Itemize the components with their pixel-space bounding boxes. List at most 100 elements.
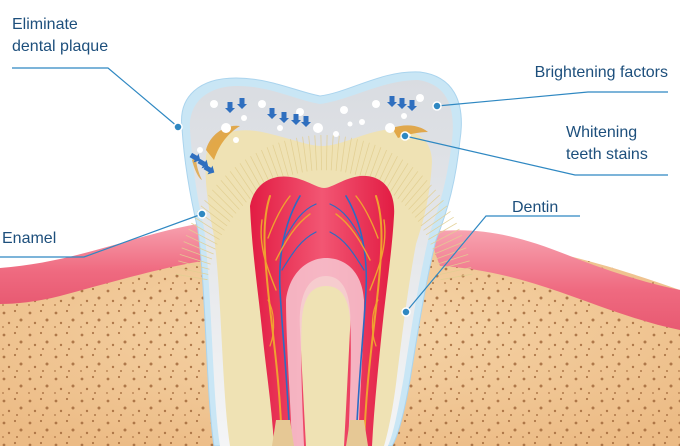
arrow-icon [225,102,235,113]
arrow-icon [291,114,301,125]
dentin-tubule [244,159,263,190]
dentin-tubule [255,152,271,185]
dentin-tubule [372,149,387,183]
gum [0,222,226,304]
dentin-tubule [417,199,444,222]
dentin-tubule [430,228,460,245]
dentin-tubule [194,216,223,236]
leader-line-whitening [404,135,668,176]
leader-lines [0,67,668,313]
dentin-tubule [440,273,473,281]
dentin-tubule [420,205,448,227]
label-line: Whitening [566,124,638,141]
dentin-tubule [425,216,454,236]
label-line: Enamel [2,230,57,247]
leader-line-enamel [0,213,203,258]
dentin-tubule [314,135,318,171]
dentin-tubule [345,137,352,173]
dentin-tubule [401,175,423,203]
dentin-tubule [185,234,216,250]
dentin-tubule [368,147,382,181]
dentin-tubule [200,205,228,227]
dentin-tubule [250,156,267,188]
tooth-stain [206,125,240,160]
leader-line-plaque [12,67,179,128]
dentin-tubule [229,171,251,200]
dentin-tubule [272,144,285,179]
dentin-tubule [423,211,451,231]
dentin-tubule [404,179,428,206]
dentin-tubule [225,175,247,203]
dentin-tubule [330,135,334,171]
dentin-tubule [320,134,322,171]
dentin-tubule [239,163,259,193]
dentin-tubule [393,166,414,196]
label-line: Eliminate [12,16,78,33]
dentin-tubule [179,254,211,265]
dentin-tubule [234,166,255,196]
dentin-tubule [176,267,209,275]
dentin-tubule [411,189,436,214]
arrow-icon [387,96,397,107]
dentin-tubule [175,273,208,281]
label-line: Dentin [512,199,559,216]
dentin-tubule [216,184,240,210]
dentin-tubule [397,171,419,200]
dentin-tubules [175,134,473,281]
dentin-tubule [261,149,276,183]
label-brightening-factors: Brightening factors [535,62,668,84]
dentin-tubule [354,140,364,175]
gum [430,230,680,330]
dentin-tubule [191,222,220,240]
dentin-tubule [178,260,210,270]
label-enamel: Enamel [2,228,56,250]
dentin-tubule [385,159,404,190]
dentin-tubule [340,136,346,172]
arrow-icon [189,152,201,163]
arrow-icon [279,112,289,123]
arrow-icon [203,164,215,175]
dentin-tubule [266,147,280,181]
dentin-tubule [408,184,432,210]
dentin-tubule [381,156,398,188]
dentin-tubule [377,152,393,185]
dentin-tubule [208,194,234,218]
dentin-tubule [350,139,358,174]
dentin-tubule [183,241,214,255]
arrow-icon [237,98,247,109]
dentin-tubule [290,139,298,174]
label-dentin: Dentin [512,197,558,219]
dentin-tubule [335,135,340,171]
dentin-tubule [220,179,244,206]
dentin-tubule [188,228,218,245]
dentin-tubule [438,260,470,270]
dentin-tubule [414,194,440,218]
dentin-tubule [434,241,465,255]
arrow-icon [397,98,407,109]
leader-line-brightening [436,91,668,107]
dentin-tubule [212,189,237,214]
dentin-tubule [204,199,231,222]
label-eliminate-plaque: Eliminate dental plaque [12,14,108,58]
dentin-tubule [181,247,213,260]
dentin-tubule [302,136,308,172]
arrow-icon [407,100,417,111]
label-line: Brightening factors [534,64,668,81]
dentin-tubule [278,142,289,177]
label-line: teeth stains [566,146,648,163]
label-whitening-stains: Whitening teeth stains [566,122,648,166]
dentin-tubule [308,135,313,171]
dentin-tubule [284,140,294,175]
root-tip [346,420,368,446]
dentin-tubule [296,137,303,173]
arrow-icon [267,108,277,119]
dentin-tubule [432,234,463,250]
nerve-network [260,195,386,446]
leader-dots [173,101,442,317]
dentin-tubule [389,163,409,193]
dentin-tubule [435,247,467,260]
dentin-tubule [359,142,370,177]
root-tip [272,420,294,446]
label-line: dental plaque [12,38,109,55]
